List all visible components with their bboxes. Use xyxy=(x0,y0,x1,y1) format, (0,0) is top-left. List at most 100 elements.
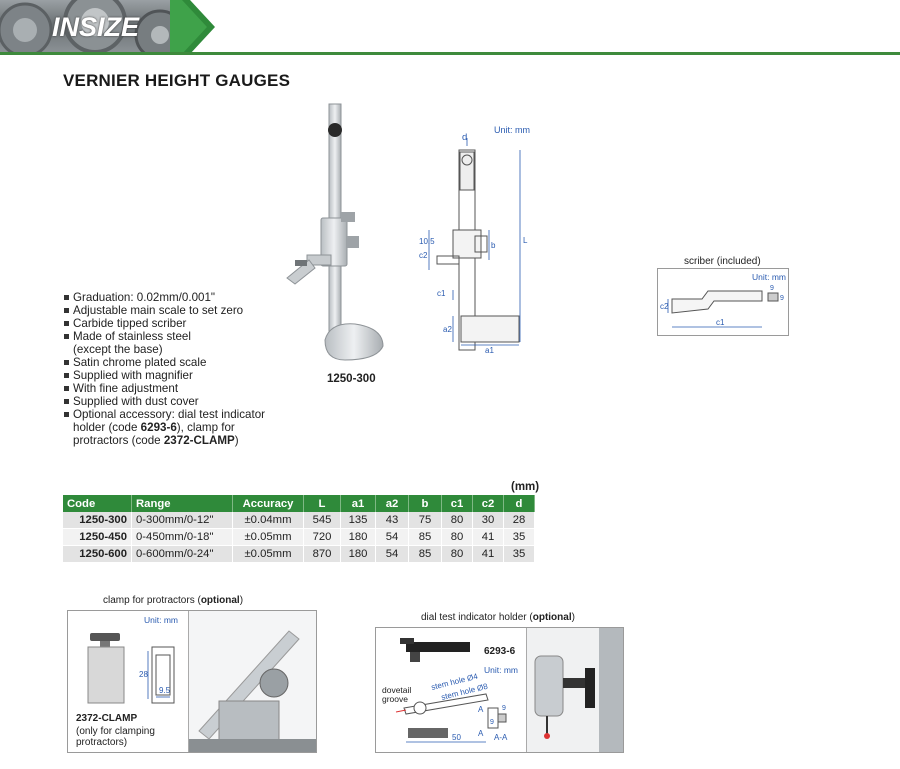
holder-drawing: stem hole Ø4 stem hole Ø8 50 A A 9 9 A-A xyxy=(395,638,508,743)
col-c2: c2 xyxy=(472,495,504,512)
cell-accuracy: ±0.05mm xyxy=(232,528,304,546)
drawing-unit: Unit: mm xyxy=(494,125,530,135)
accessory-code-clamp: 2372-CLAMP xyxy=(163,434,235,447)
dim-a1-label: a1 xyxy=(485,346,494,355)
cell-range: 0-600mm/0-24" xyxy=(131,545,233,563)
cell-a2: 54 xyxy=(375,545,409,563)
cell-range: 0-450mm/0-18" xyxy=(131,528,233,546)
cell-accuracy: ±0.04mm xyxy=(232,512,304,529)
cell-c2: 30 xyxy=(472,512,504,529)
col-a1: a1 xyxy=(340,495,376,512)
clamp-photo xyxy=(189,611,316,752)
cell-b: 85 xyxy=(408,528,442,546)
feature-item-optional-accessory: Optional accessory: dial test indicator … xyxy=(62,408,292,447)
cell-L: 545 xyxy=(303,512,341,529)
height-gauge-photo xyxy=(286,103,384,361)
header-banner: INSIZE xyxy=(0,0,900,56)
cell-L: 720 xyxy=(303,528,341,546)
main-product-code: 1250-300 xyxy=(327,373,376,385)
dim-9-top: 9 xyxy=(502,705,506,712)
dim-b-label: b xyxy=(491,241,496,250)
table-header-row: Code Range Accuracy L a1 a2 b c1 c2 d xyxy=(63,495,535,512)
cell-code: 1250-600 xyxy=(63,545,132,563)
page-title: VERNIER HEIGHT GAUGES xyxy=(63,71,291,90)
scriber-dim-9a: 9 xyxy=(770,285,774,292)
cell-c1: 80 xyxy=(441,545,473,563)
feature-item: Made of stainless steel xyxy=(62,330,292,343)
holder-caption: dial test indicator holder (optional) xyxy=(421,612,575,623)
clamp-panel: Unit: mm 28 9.5 2372-CLAMP (only for cla… xyxy=(67,610,317,753)
scriber-unit: Unit: mm xyxy=(752,272,786,282)
feature-item: Adjustable main scale to set zero xyxy=(62,304,292,317)
col-code: Code xyxy=(63,495,132,512)
dim-c2-label: c2 xyxy=(419,251,428,260)
section-A-top: A xyxy=(478,705,484,714)
feature-item: Satin chrome plated scale xyxy=(62,356,292,369)
table-row: 1250-300 0-300mm/0-12" ±0.04mm 545 135 4… xyxy=(63,512,535,529)
feature-item-continued: (except the base) xyxy=(73,343,163,356)
cell-a2: 43 xyxy=(375,512,409,529)
cell-code: 1250-450 xyxy=(63,528,132,546)
clamp-unit: Unit: mm xyxy=(144,615,178,625)
feature-item: Supplied with dust cover xyxy=(62,395,292,408)
cell-c2: 41 xyxy=(472,528,504,546)
holder-divider xyxy=(526,628,527,752)
feature-item: With fine adjustment xyxy=(62,382,292,395)
accessory-code-holder: 6293-6 xyxy=(140,421,177,434)
scriber-box: Unit: mm c2 c1 9 9 xyxy=(657,268,789,336)
cell-c1: 80 xyxy=(441,512,473,529)
cell-a1: 180 xyxy=(340,545,376,563)
dim-50: 50 xyxy=(452,733,461,742)
table-row: 1250-450 0-450mm/0-18" ±0.05mm 720 180 5… xyxy=(63,528,535,546)
clamp-dim-9-5: 9.5 xyxy=(159,686,171,695)
holder-photo xyxy=(527,628,623,752)
scriber-c1: c1 xyxy=(716,318,725,327)
holder-code: 6293-6 xyxy=(484,646,516,657)
clamp-dim-28: 28 xyxy=(139,670,148,679)
col-accuracy: Accuracy xyxy=(232,495,304,512)
dim-L-label: L xyxy=(523,236,528,245)
feature-item: Supplied with magnifier xyxy=(62,369,292,382)
col-d: d xyxy=(503,495,535,512)
insize-logo: INSIZE xyxy=(52,12,140,42)
cell-code: 1250-300 xyxy=(63,512,132,529)
scriber-drawing: c2 c1 9 9 xyxy=(660,285,784,328)
cell-c1: 80 xyxy=(441,528,473,546)
scriber-dim-9b: 9 xyxy=(780,295,784,302)
clamp-caption: clamp for protractors (optional) xyxy=(103,595,244,606)
feature-item: Graduation: 0.02mm/0.001" xyxy=(62,291,292,304)
spec-table: Code Range Accuracy L a1 a2 b c1 c2 d 12… xyxy=(63,495,535,563)
dim-9-side: 9 xyxy=(490,719,494,726)
section-A-bottom: A xyxy=(478,729,484,738)
feature-list: Graduation: 0.02mm/0.001" Adjustable mai… xyxy=(62,291,292,447)
header-divider xyxy=(0,52,900,55)
cell-a2: 54 xyxy=(375,528,409,546)
scriber-c2: c2 xyxy=(660,302,669,311)
scriber-caption: scriber (included) xyxy=(684,256,761,267)
cell-d: 28 xyxy=(503,512,535,529)
cell-d: 35 xyxy=(503,545,535,563)
col-range: Range xyxy=(131,495,233,512)
table-row: 1250-600 0-600mm/0-24" ±0.05mm 870 180 5… xyxy=(63,545,535,563)
dim-c1-label: c1 xyxy=(437,289,446,298)
cell-b: 85 xyxy=(408,545,442,563)
table-unit: (mm) xyxy=(511,481,540,493)
clamp-code: 2372-CLAMP xyxy=(76,713,138,724)
col-a2: a2 xyxy=(375,495,409,512)
cell-L: 870 xyxy=(303,545,341,563)
col-b: b xyxy=(408,495,442,512)
feature-item: Carbide tipped scriber xyxy=(62,317,292,330)
col-L: L xyxy=(303,495,341,512)
cell-b: 75 xyxy=(408,512,442,529)
section-AA-label: A-A xyxy=(494,733,508,742)
cell-d: 35 xyxy=(503,528,535,546)
holder-unit: Unit: mm xyxy=(484,665,518,675)
header-chevron xyxy=(170,0,215,54)
dimension-drawing: d L b c2 10.5 c1 a2 a1 xyxy=(419,132,528,355)
dim-d-label: d xyxy=(462,132,467,143)
clamp-drawing: 28 9.5 xyxy=(87,633,175,704)
cell-c2: 41 xyxy=(472,545,504,563)
